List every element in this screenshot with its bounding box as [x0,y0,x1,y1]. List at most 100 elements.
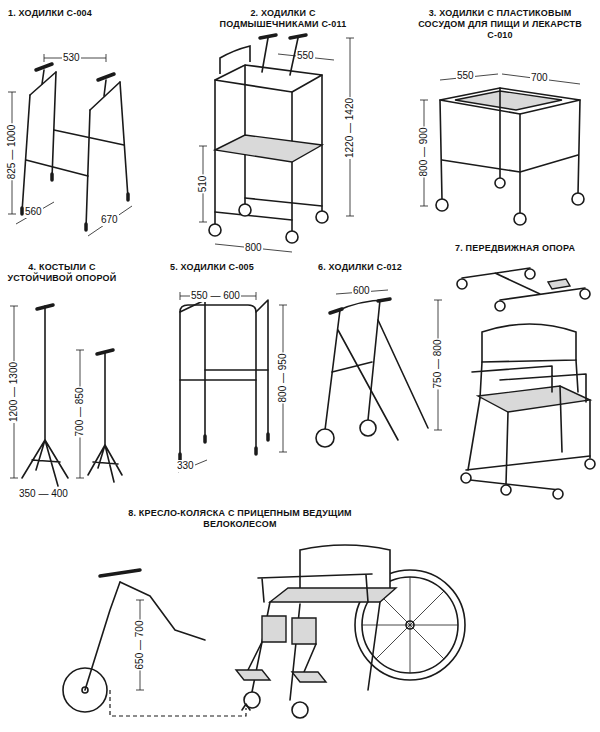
mobile-support-part [466,456,590,490]
mobile-support-part [478,386,590,412]
walker-c011 [209,35,328,243]
crutches-part [37,305,53,309]
walker-c010-part [442,155,578,172]
dimension-lines-c004 [8,54,132,236]
wheelchair-part [252,602,380,700]
dimension-label: 550 [296,50,315,62]
walker-c011-part [262,38,298,75]
dimension-label: 510 [197,175,209,194]
walker-c010-part [514,213,526,225]
drive-wheel-attachment-part [242,704,250,710]
walker-c012-part [325,300,380,430]
walker-c005-part [180,300,268,440]
dimension-label: 700 — 850 [74,387,86,438]
crutches-part [88,445,122,482]
drive-wheel-attachment-part [100,570,140,576]
mobile-support-part [580,289,590,299]
mobile-support-part [482,324,576,362]
walker-c004-part [26,130,124,176]
dimension-lines-c005 [178,292,287,472]
dimension-lines-c004-part [16,202,54,224]
drive-wheel-attachment-part [110,690,246,716]
wheelchair-part [258,574,372,602]
mobile-support-part [468,386,590,484]
walker-c010-part [440,88,580,214]
drive-wheel-attachment-part [120,582,205,640]
wheelchair-part [292,702,308,718]
item-title: 7. ПЕРЕДВИЖНАЯ ОПОРА [455,243,575,254]
item-title: 8. КРЕСЛО-КОЛЯСКА С ПРИЦЕПНЫМ ВЕДУЩИМ ВЕ… [120,508,360,530]
walker-c005 [180,300,268,460]
mobile-support-part [553,489,563,499]
walker-c012-part [316,429,334,447]
walker-c011-part [215,198,322,220]
dimension-label: 1220 — 1420 [344,97,356,159]
dimension-label: 800 — 900 [418,127,430,178]
crutches-part [44,306,46,440]
dimension-label: 550 [456,70,475,82]
item-title: 1. ХОДИЛКИ С-004 [8,8,92,19]
walker-c012-part [338,320,428,440]
walker-c011-part [220,46,250,74]
walker-c010-part [572,193,584,205]
mobile-support-part [548,279,570,289]
mobile-support-part [585,459,595,469]
dimension-label: 530 [62,52,81,64]
walker-c004-part [36,64,114,80]
mobile-support-part [501,485,511,495]
wheelchair-part [236,670,270,680]
walker-c010-part [455,91,562,110]
walker-c012 [316,299,428,447]
dimension-label: 350 — 400 [18,488,69,500]
wheelchair-part [300,545,390,592]
crutches-part [97,350,113,354]
dimension-label: 825 — 1000 [6,124,18,181]
dimension-label: 650 — 700 [134,620,146,671]
walker-c011-part [239,204,251,216]
dimension-label: 750 — 800 [432,339,444,390]
item-title: 4. КОСТЫЛИ С УСТОЙЧИВОЙ ОПОРОЙ [7,262,117,284]
dimension-label: 330 [176,460,195,472]
dimension-label: 800 [244,242,263,254]
dimension-lines-crutches [10,306,84,498]
walker-c010-part [436,199,448,211]
walker-c011-part [209,224,221,236]
dimension-label: 700 [530,72,549,84]
dimension-label: 1200 — 1300 [8,361,20,423]
dimension-label: 550 — 600 [190,290,241,302]
walker-c004-part [42,70,106,96]
walker-c005-part [180,370,268,380]
walker-c005-part [180,305,256,458]
drive-wheel-attachment-part [85,582,120,690]
wheelchair-part [292,672,326,682]
mobile-support [457,268,595,499]
dimension-lines-c012 [336,290,442,430]
dimension-label: 560 [24,206,43,218]
item-title: 3. ХОДИЛКИ С ПЛАСТИКОВЫМ СОСУДОМ ДЛЯ ПИЩ… [408,8,593,40]
walker-c010-part [495,178,505,188]
walker-c012-part [330,299,390,313]
walker-c012-part [360,420,376,436]
wheelchair-part [248,642,316,672]
walker-c010 [436,88,584,225]
wheelchair-part [292,618,316,644]
dimension-label: 800 — 950 [277,353,289,404]
walker-c004-part [22,72,128,228]
walker-c004 [22,64,128,230]
dimension-lines-c010 [420,74,580,206]
walker-c011-part [215,135,322,162]
dimension-label: 600 [352,285,371,297]
dimension-label: 670 [100,214,119,226]
wheelchair-part [262,616,286,642]
mobile-support-part [462,268,585,300]
item-title: 6. ХОДИЛКИ С-012 [318,262,402,273]
wheelchair [236,545,465,718]
wheelchair-part [270,588,396,602]
walker-c010-part [440,88,580,114]
mobile-support-part [472,366,586,402]
item-title: 5. ХОДИЛКИ С-005 [170,262,254,273]
walker-c004-part [22,174,128,230]
walker-c012-part [332,362,372,372]
